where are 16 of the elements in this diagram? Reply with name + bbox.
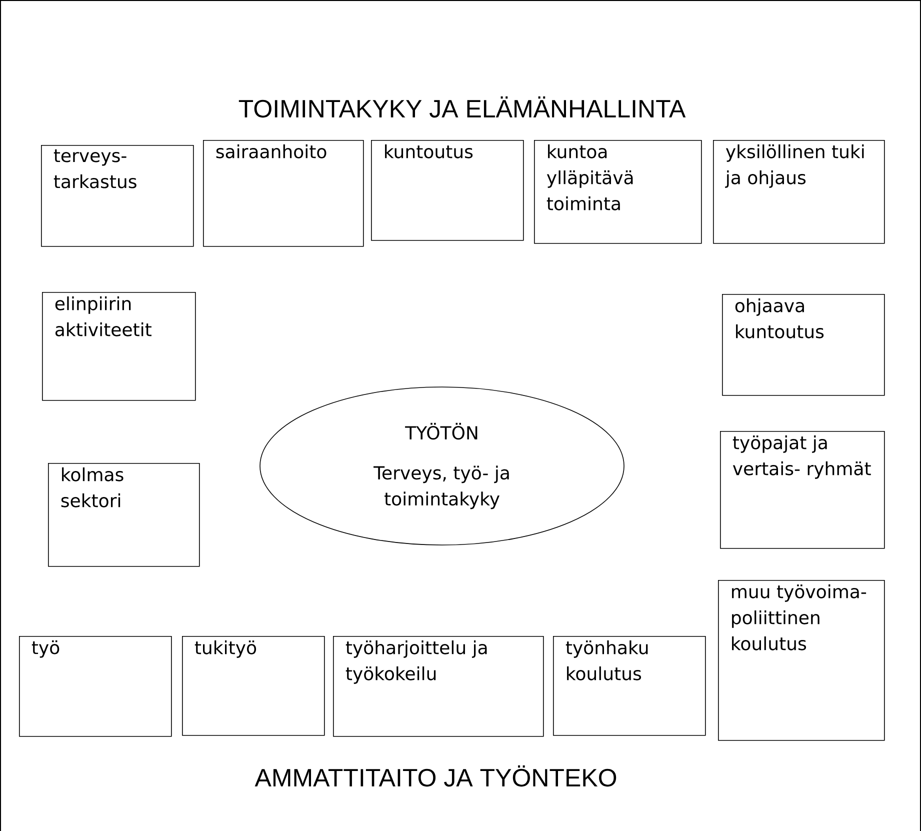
- text-box: työpajat ja vertais- ryhmät: [720, 431, 885, 549]
- text-box: työnhaku koulutus: [553, 636, 706, 736]
- text-box: terveys- tarkastus: [41, 145, 194, 247]
- text-box: ohjaava kuntoutus: [722, 294, 885, 396]
- text-box: yksilöllinen tuki ja ohjaus: [713, 140, 885, 244]
- heading: TOIMINTAKYKY JA ELÄMÄNHALLINTA: [238, 96, 686, 118]
- text-box: tukityö: [182, 636, 325, 736]
- text-box: kuntoutus: [371, 140, 524, 241]
- text-box: muu työvoima- poliittinen koulutus: [718, 580, 885, 741]
- text-box: elinpiirin aktiviteetit: [42, 292, 196, 401]
- text-box: kuntoa ylläpitävä toiminta: [534, 140, 702, 244]
- text-box: kolmas sektori: [48, 463, 200, 567]
- text-box: työharjoittelu ja työkokeilu: [333, 636, 544, 737]
- heading: AMMATTITAITO JA TYÖNTEKO: [254, 765, 616, 787]
- text-box: työ: [19, 636, 172, 737]
- text-box: sairaanhoito: [203, 140, 364, 247]
